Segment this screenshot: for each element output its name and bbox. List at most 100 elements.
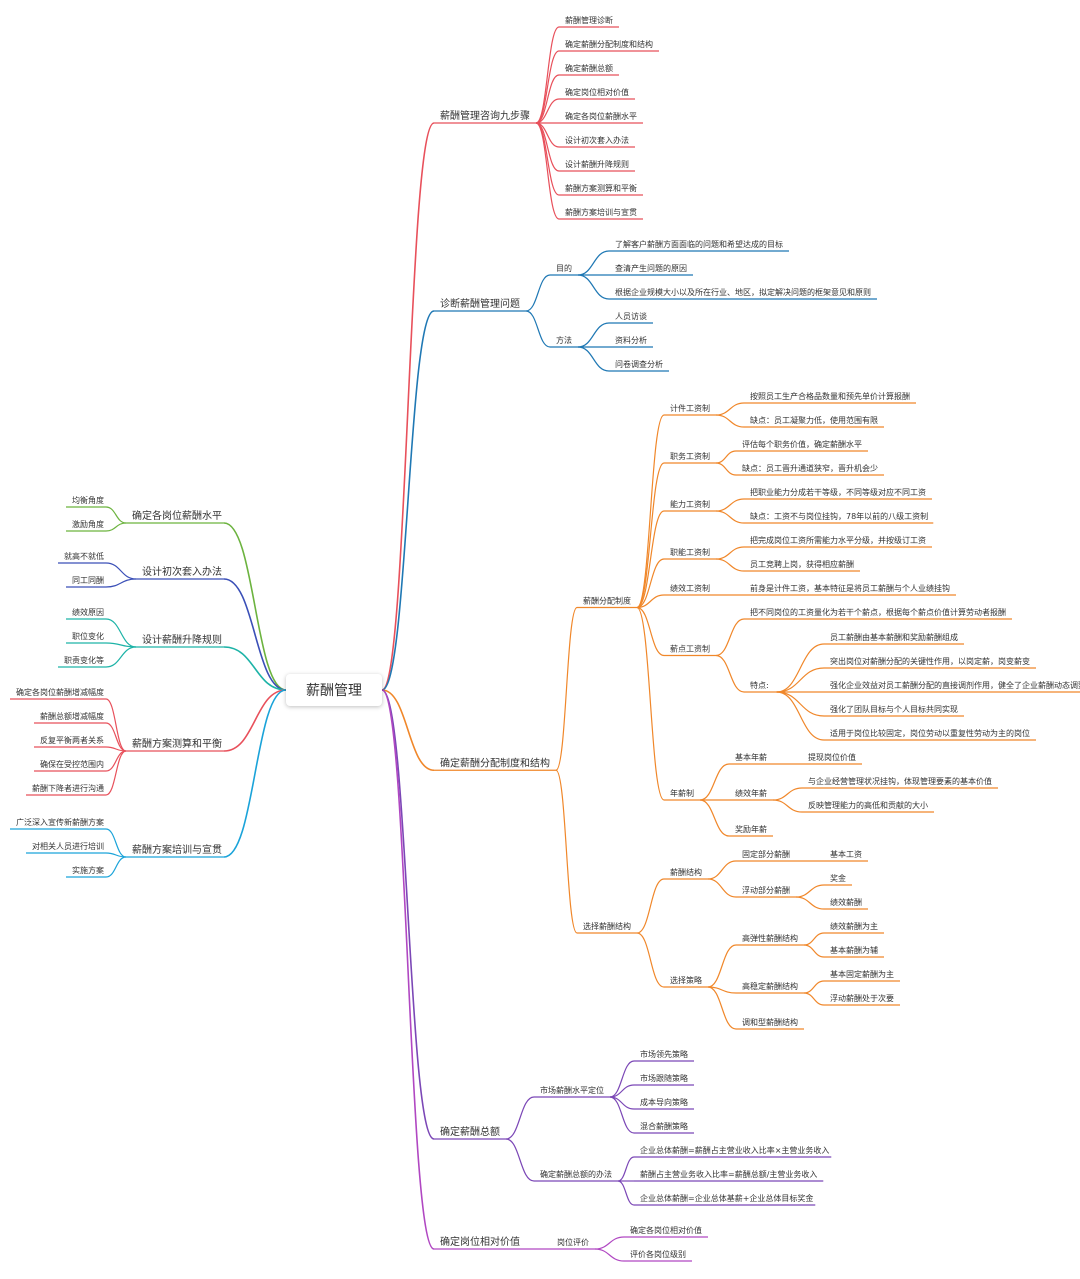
root-node[interactable]: 薪酬管理: [286, 674, 382, 706]
branch-node[interactable]: 设计薪酬升降规则: [565, 159, 629, 169]
main-branch-node[interactable]: 确定岗位相对价值: [440, 1235, 520, 1248]
branch-node[interactable]: 调和型薪酬结构: [742, 1017, 798, 1027]
branch-node[interactable]: 计件工资制: [670, 403, 710, 413]
branch-node[interactable]: 浮动部分薪酬: [742, 885, 790, 895]
branch-node[interactable]: 强化了团队目标与个人目标共同实现: [830, 704, 958, 714]
branch-node[interactable]: 职位变化: [72, 631, 104, 641]
branch-node[interactable]: 评价各岗位级别: [630, 1249, 686, 1259]
main-branch-node[interactable]: 确定薪酬分配制度和结构: [440, 756, 550, 769]
branch-node[interactable]: 混合薪酬策略: [640, 1121, 688, 1131]
branch-node[interactable]: 企业总体薪酬=企业总体基薪+企业总体目标奖金: [640, 1193, 813, 1203]
branch-node[interactable]: 前身是计件工资，基本特征是将员工薪酬与个人业绩挂钩: [750, 583, 950, 593]
branch-node[interactable]: 市场领先策略: [640, 1049, 688, 1059]
branch-node[interactable]: 确定薪酬总额的办法: [540, 1169, 612, 1179]
branch-node[interactable]: 成本导向策略: [640, 1097, 688, 1107]
branch-node[interactable]: 目的: [556, 263, 572, 273]
branch-node[interactable]: 绩效薪酬为主: [830, 921, 878, 931]
branch-node[interactable]: 问卷调查分析: [615, 359, 663, 369]
branch-node[interactable]: 实施方案: [72, 865, 104, 875]
branch-node[interactable]: 薪酬结构: [670, 867, 702, 877]
branch-node[interactable]: 固定部分薪酬: [742, 849, 790, 859]
branch-node[interactable]: 特点:: [750, 680, 769, 690]
branch-node[interactable]: 企业总体薪酬=薪酬占主营业收入比率×主营业务收入: [640, 1145, 829, 1155]
branch-node[interactable]: 确保在受控范围内: [40, 759, 104, 769]
branch-node[interactable]: 根据企业规模大小以及所在行业、地区，拟定解决问题的框架意见和原则: [615, 287, 871, 297]
branch-node[interactable]: 薪酬总额增减幅度: [40, 711, 104, 721]
branch-node[interactable]: 就高不就低: [64, 551, 104, 561]
branch-node[interactable]: 确定各岗位薪酬水平: [565, 111, 637, 121]
branch-node[interactable]: 激励角度: [72, 519, 104, 529]
branch-node[interactable]: 缺点：工资不与岗位挂钩，78年以前的八级工资制: [750, 511, 928, 521]
branch-node[interactable]: 奖金: [830, 873, 846, 883]
branch-node[interactable]: 反映管理能力的高低和贡献的大小: [808, 800, 928, 810]
branch-node[interactable]: 薪酬方案测算和平衡: [565, 183, 637, 193]
branch-node[interactable]: 广泛深入宣传新薪酬方案: [16, 817, 104, 827]
branch-node[interactable]: 缺点：员工凝聚力低，使用范围有限: [750, 415, 878, 425]
branch-node[interactable]: 薪酬下降者进行沟通: [32, 783, 104, 793]
branch-node[interactable]: 薪酬方案培训与宣贯: [565, 207, 637, 217]
main-branch-node[interactable]: 诊断薪酬管理问题: [440, 297, 520, 310]
branch-node[interactable]: 职能工资制: [670, 547, 710, 557]
branch-node[interactable]: 市场薪酬水平定位: [540, 1085, 604, 1095]
branch-node[interactable]: 把完成岗位工资所需能力水平分级，并按级订工资: [750, 535, 926, 545]
branch-node[interactable]: 适用于岗位比较固定，岗位劳动以重复性劳动为主的岗位: [830, 728, 1030, 738]
branch-node[interactable]: 绩效原因: [72, 607, 104, 617]
branch-node[interactable]: 同工同酬: [72, 576, 104, 585]
branch-node[interactable]: 基本年薪: [735, 752, 767, 762]
main-branch-node[interactable]: 薪酬方案测算和平衡: [132, 737, 222, 750]
branch-node[interactable]: 对相关人员进行培训: [32, 841, 104, 851]
branch-node[interactable]: 绩效工资制: [670, 583, 710, 593]
branch-node[interactable]: 岗位评价: [557, 1237, 589, 1247]
branch-node[interactable]: 方法: [556, 335, 572, 345]
branch-node[interactable]: 突出岗位对薪酬分配的关键性作用，以岗定薪，岗变薪变: [830, 656, 1030, 666]
branch-node[interactable]: 市场跟随策略: [640, 1073, 688, 1083]
main-branch-node[interactable]: 薪酬管理咨询九步骤: [440, 109, 530, 122]
branch-node[interactable]: 员工竞聘上岗，获得相应薪酬: [750, 559, 854, 569]
main-branch-node[interactable]: 设计薪酬升降规则: [142, 633, 222, 646]
branch-node[interactable]: 确定薪酬总额: [565, 63, 613, 73]
branch-node[interactable]: 基本固定薪酬为主: [830, 969, 894, 979]
branch-node[interactable]: 绩效薪酬: [830, 897, 862, 907]
branch-node[interactable]: 能力工资制: [670, 499, 710, 509]
branch-node[interactable]: 浮动薪酬处于次要: [830, 993, 894, 1003]
branch-node[interactable]: 高弹性薪酬结构: [742, 933, 798, 943]
branch-node[interactable]: 均衡角度: [72, 495, 104, 505]
branch-node[interactable]: 强化企业效益对员工薪酬分配的直接调剂作用，健全了企业薪酬动态调整机制: [830, 680, 1080, 690]
branch-node[interactable]: 把职业能力分成若干等级，不同等级对应不同工资: [750, 487, 926, 497]
branch-node[interactable]: 薪酬占主营业务收入比率=薪酬总额/主营业务收入: [640, 1169, 817, 1179]
branch-node[interactable]: 评估每个职务价值，确定薪酬水平: [742, 439, 862, 449]
branch-node[interactable]: 了解客户薪酬方面面临的问题和希望达成的目标: [615, 239, 783, 249]
branch-node[interactable]: 薪酬管理诊断: [565, 15, 613, 25]
branch-node[interactable]: 选择薪酬结构: [583, 921, 631, 931]
branch-node[interactable]: 确定各岗位相对价值: [630, 1225, 702, 1235]
main-branch-node[interactable]: 确定薪酬总额: [440, 1125, 500, 1138]
branch-node[interactable]: 年薪制: [670, 788, 694, 798]
main-branch-node[interactable]: 薪酬方案培训与宣贯: [132, 843, 222, 856]
branch-node[interactable]: 把不同岗位的工资量化为若干个薪点，根据每个薪点价值计算劳动者报酬: [750, 607, 1006, 617]
branch-node[interactable]: 反复平衡两者关系: [40, 735, 104, 745]
branch-node[interactable]: 基本薪酬为辅: [830, 945, 878, 955]
branch-node[interactable]: 缺点：员工晋升通道狭窄，晋升机会少: [742, 463, 878, 473]
branch-node[interactable]: 薪点工资制: [670, 644, 710, 654]
branch-node[interactable]: 与企业经营管理状况挂钩，体现管理要素的基本价值: [808, 776, 992, 786]
branch-node[interactable]: 奖励年薪: [735, 824, 767, 834]
branch-node[interactable]: 按照员工生产合格品数量和预先单价计算报酬: [750, 391, 910, 401]
main-branch-node[interactable]: 确定各岗位薪酬水平: [132, 509, 222, 522]
branch-node[interactable]: 高稳定薪酬结构: [742, 981, 798, 991]
main-branch-node[interactable]: 设计初次套入办法: [142, 565, 222, 578]
branch-node[interactable]: 资料分析: [615, 335, 647, 345]
branch-node[interactable]: 提现岗位价值: [808, 752, 856, 762]
branch-node[interactable]: 查清产生问题的原因: [615, 263, 687, 273]
branch-node[interactable]: 确定岗位相对价值: [565, 87, 629, 97]
branch-node[interactable]: 确定薪酬分配制度和结构: [565, 39, 653, 49]
branch-node[interactable]: 确定各岗位薪酬增减幅度: [16, 687, 104, 697]
branch-node[interactable]: 绩效年薪: [735, 788, 767, 798]
branch-node[interactable]: 设计初次套入办法: [565, 135, 629, 145]
branch-node[interactable]: 职责变化等: [64, 655, 104, 665]
branch-node[interactable]: 选择策略: [670, 975, 702, 985]
branch-node[interactable]: 薪酬分配制度: [583, 596, 631, 606]
branch-node[interactable]: 人员访谈: [615, 311, 647, 321]
branch-node[interactable]: 职务工资制: [670, 451, 710, 461]
branch-node[interactable]: 员工薪酬由基本薪酬和奖励薪酬组成: [830, 632, 958, 642]
branch-node[interactable]: 基本工资: [830, 849, 862, 859]
